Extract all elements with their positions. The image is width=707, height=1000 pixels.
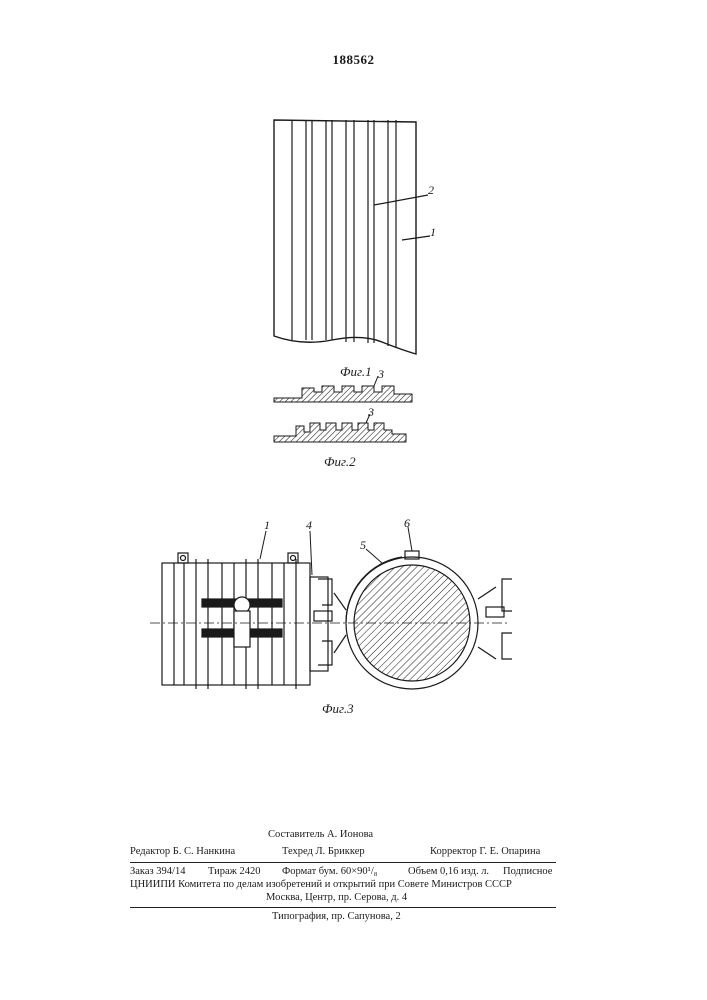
patent-number: 188562 xyxy=(0,52,707,68)
label-1: 1 xyxy=(430,225,436,239)
imprint-format: Формат бум. 60×90¹/₈ xyxy=(282,866,377,877)
figure-2: 3 3 Фиг.2 xyxy=(262,368,442,468)
figure-3: 1 4 5 6 Фиг.3 xyxy=(150,515,550,725)
fig2-caption: Фиг.2 xyxy=(324,454,356,469)
imprint-address: Москва, Центр, пр. Серова, д. 4 xyxy=(266,892,407,903)
imprint-editor: Редактор Б. С. Нанкина xyxy=(130,846,235,857)
cross-section-a xyxy=(274,386,412,402)
imprint-order: Заказ 394/14 xyxy=(130,866,185,877)
label-3-bottom: 3 xyxy=(367,405,374,419)
label-2: 2 xyxy=(428,183,434,197)
figure-1: 2 1 Фиг.1 xyxy=(262,110,442,390)
clamp-ring-view xyxy=(314,551,512,689)
cross-section-b xyxy=(274,423,406,442)
fig3-caption: Фиг.3 xyxy=(322,701,354,716)
corrugated-sheet-drawing xyxy=(274,120,430,354)
imprint-institute: ЦНИИПИ Комитета по делам изобретений и о… xyxy=(130,879,512,890)
label-6: 6 xyxy=(404,516,410,530)
imprint-compiler: Составитель А. Ионова xyxy=(268,829,373,840)
imprint-divider-bottom xyxy=(130,907,556,908)
imprint-volume: Объем 0,16 изд. л. xyxy=(408,866,489,877)
imprint-corrector: Корректор Г. Е. Опарина xyxy=(430,846,540,857)
label-5: 5 xyxy=(360,538,366,552)
imprint-circulation: Тираж 2420 xyxy=(208,866,261,877)
imprint-printing: Типография, пр. Сапунова, 2 xyxy=(272,911,401,922)
label-3-top: 3 xyxy=(377,367,384,381)
imprint-subscription: Подписное xyxy=(503,866,552,877)
imprint-techred: Техред Л. Бриккер xyxy=(282,846,365,857)
label-4: 4 xyxy=(306,518,312,532)
imprint-divider-top xyxy=(130,862,556,863)
label-1: 1 xyxy=(264,518,270,532)
